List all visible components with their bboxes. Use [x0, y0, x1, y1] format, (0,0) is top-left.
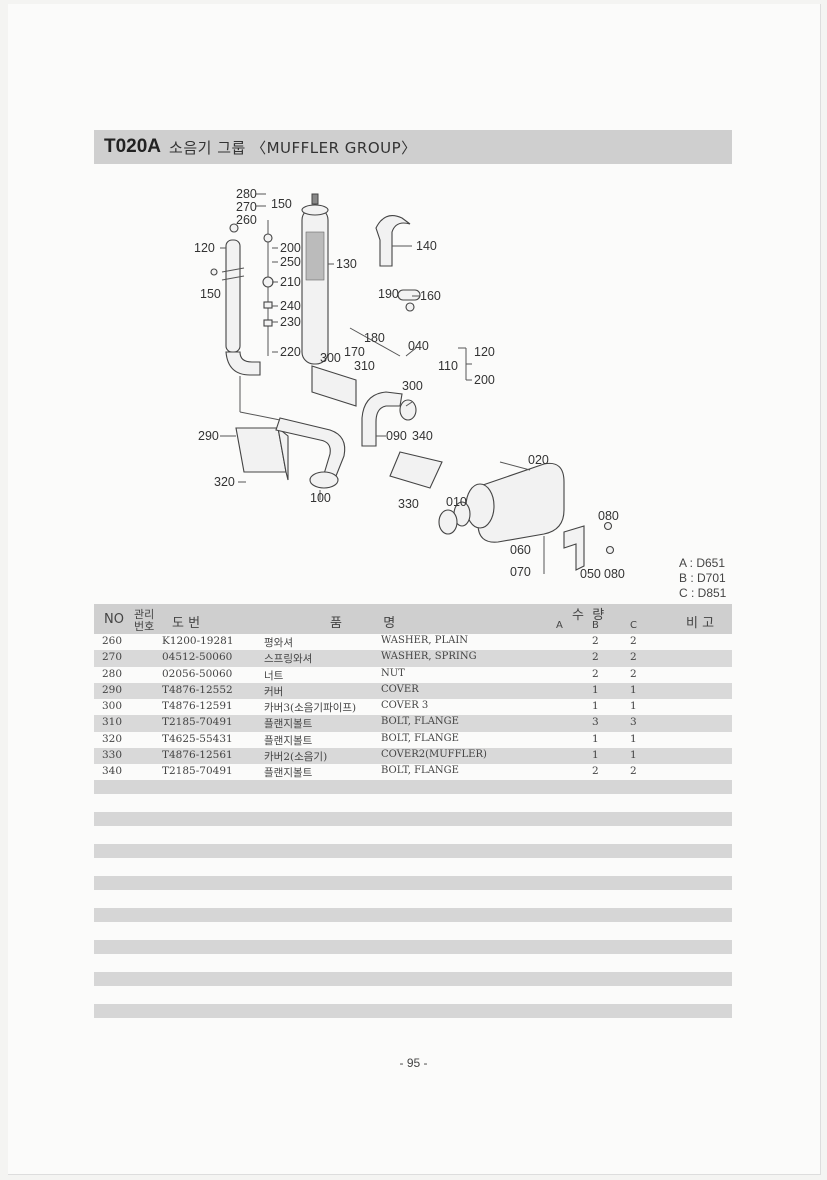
empty-row-band	[94, 844, 732, 858]
callout-110: 110	[438, 359, 458, 373]
callout-250: 250	[280, 255, 301, 269]
callout-270: 270	[236, 200, 257, 214]
table-row: 270 04512-50060 스프링와셔 WASHER, SPRING 2 2	[94, 650, 732, 667]
callout-070: 070	[510, 565, 531, 579]
bolt-stack	[210, 220, 274, 356]
table-row: 300 T4876-12591 카버3(소음기파이프) COVER 3 1 1	[102, 700, 637, 715]
callout-120a: 120	[194, 241, 215, 255]
callout-210: 210	[280, 275, 301, 289]
header-qty-b: B	[592, 620, 599, 631]
callout-300b: 300	[402, 379, 423, 393]
callout-280: 280	[236, 187, 257, 201]
pipe-300	[361, 391, 403, 447]
cover-290	[235, 427, 287, 473]
empty-row-band	[94, 812, 732, 826]
model-legend: A : D651 B : D701 C : D851	[679, 556, 739, 601]
empty-row-band	[94, 876, 732, 890]
header-qty: 수 량	[572, 608, 605, 623]
callout-240: 240	[280, 299, 301, 313]
callout-160: 160	[420, 289, 441, 303]
table-row: 340 T2185-70491 플랜지볼트 BOLT, FLANGE 2 2	[102, 765, 637, 780]
callout-170: 170	[344, 345, 365, 359]
bracket-050	[563, 525, 585, 571]
header-mgmt-bottom: 번호	[134, 620, 155, 633]
header-part-no: 도 번	[172, 616, 201, 631]
callout-310: 310	[354, 359, 375, 373]
callout-220: 220	[280, 345, 301, 359]
clamp-bracket	[397, 289, 421, 301]
table-row: 330 T4876-12561 카버2(소음기) COVER2(MUFFLER)…	[94, 748, 732, 765]
callout-120b: 120	[474, 345, 495, 359]
section-code: T020A	[104, 136, 162, 157]
header-qty-a: A	[556, 620, 563, 631]
legend-b: B : D701	[679, 571, 726, 585]
exploded-parts-diagram: 280 270 260 150 120 200 250 210 130 140 …	[194, 187, 625, 581]
table-row: 290 T4876-12552 커버 COVER 1 1	[94, 682, 732, 700]
callout-300a: 300	[320, 351, 341, 365]
muffler-body	[438, 462, 565, 543]
callout-labels: 280 270 260 150 120 200 250 210 130 140 …	[194, 187, 625, 581]
empty-row-band	[94, 972, 732, 986]
legend-a: A : D651	[679, 556, 726, 570]
callout-200a: 200	[280, 241, 301, 255]
header-no: NO	[104, 612, 124, 627]
empty-row-band	[94, 780, 732, 794]
callout-150b: 150	[200, 287, 221, 301]
callout-090: 090	[386, 429, 407, 443]
callout-140: 140	[416, 239, 437, 253]
callout-020: 020	[528, 453, 549, 467]
leader-lines	[220, 193, 531, 500]
muffler-cylinder	[301, 193, 329, 365]
table-row: 310 T2185-70491 플랜지볼트 BOLT, FLANGE 3 3	[94, 715, 732, 732]
callout-320: 320	[214, 475, 235, 489]
callout-130: 130	[336, 257, 357, 271]
tail-pipe	[221, 239, 261, 376]
empty-row-band	[94, 908, 732, 922]
callout-150a: 150	[271, 197, 292, 211]
plate-310	[311, 365, 357, 407]
callout-200b: 200	[474, 373, 495, 387]
callout-340: 340	[412, 429, 433, 443]
header-name: 품 명	[330, 616, 396, 631]
exhaust-pipe	[275, 417, 346, 489]
empty-row-band	[94, 940, 732, 954]
elbow-pipe	[375, 215, 411, 267]
callout-060: 060	[510, 543, 531, 557]
section-title: 소음기 그룹 〈MUFFLER GROUP〉	[169, 138, 417, 157]
callout-080a: 080	[598, 509, 619, 523]
parts-table-body: 260 K1200-19281 평와셔 WASHER, PLAIN 2 2 27…	[94, 634, 732, 781]
table-row: 280 02056-50060 너트 NUT 2 2	[102, 667, 637, 682]
header-qty-c: C	[630, 620, 637, 631]
legend-c: C : D851	[679, 586, 727, 600]
callout-330: 330	[398, 497, 419, 511]
callout-050: 050	[580, 567, 601, 581]
section-title-bar: T020A 소음기 그룹 〈MUFFLER GROUP〉	[94, 130, 732, 164]
callout-040: 040	[408, 339, 429, 353]
callout-180: 180	[364, 331, 385, 345]
header-remark: 비 고	[686, 616, 715, 631]
callout-260: 260	[236, 213, 257, 227]
empty-row-band	[94, 1004, 732, 1018]
callout-190: 190	[378, 287, 399, 301]
table-row: 260 K1200-19281 평와셔 WASHER, PLAIN 2 2	[102, 635, 637, 649]
callout-290: 290	[198, 429, 219, 443]
callout-010: 010	[446, 495, 467, 509]
parts-table-header: NO 관리 번호 도 번 품 명 수 량 A B C 비 고	[94, 604, 732, 634]
header-mgmt-top: 관리	[134, 608, 155, 621]
callout-230: 230	[280, 315, 301, 329]
callout-080b: 080	[604, 567, 625, 581]
callout-100: 100	[310, 491, 331, 505]
table-row: 320 T4625-55431 플랜지볼트 BOLT, FLANGE 1 1	[102, 732, 637, 747]
cover-330	[389, 451, 443, 489]
page-number: - 95 -	[399, 1056, 428, 1070]
